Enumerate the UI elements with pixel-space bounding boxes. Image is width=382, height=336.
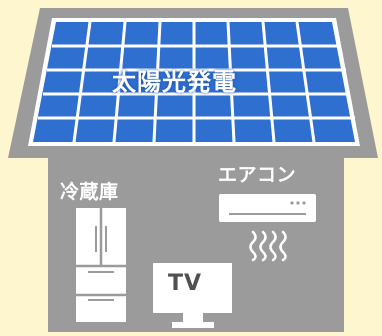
aircon-label: エアコン [218, 164, 297, 186]
heat-waves-icon [249, 230, 287, 262]
fridge-label: 冷蔵庫 [60, 181, 119, 203]
solar-panel-icon [28, 18, 360, 146]
refrigerator-icon [76, 208, 126, 322]
air-conditioner-icon [219, 194, 316, 222]
television-icon [153, 263, 232, 328]
tv-label: TV [168, 271, 203, 296]
solar-panel-label: 太陽光発電 [112, 68, 237, 96]
